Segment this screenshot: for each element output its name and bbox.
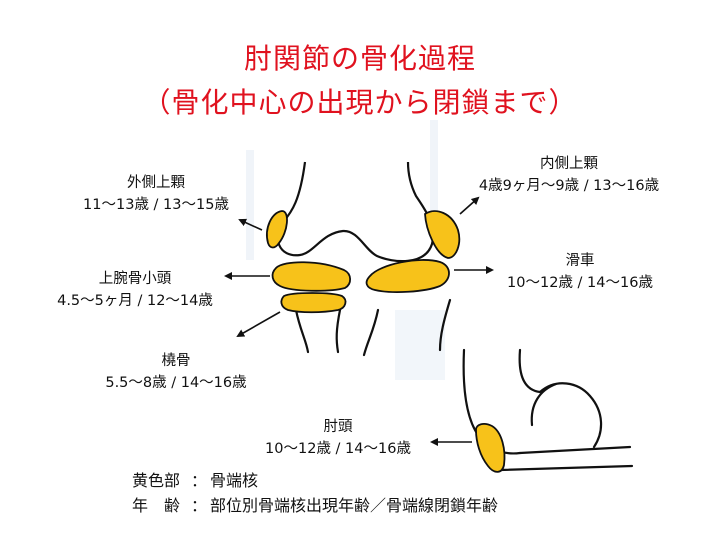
label-lateral-epicondyle-ages: 11〜13歳 / 13〜15歳 (83, 197, 229, 213)
label-radial-head-ages: 5.5〜8歳 / 14〜16歳 (105, 375, 247, 391)
arrow-radial-head (236, 311, 281, 337)
legend-value-age: 部位別骨端核出現年齢／骨端線閉鎖年齢 (210, 496, 499, 515)
legend-row-age: 年 齢 ：部位別骨端核出現年齢／骨端線閉鎖年齢 (132, 495, 498, 517)
diagram-title: 肘関節の骨化過程 (243, 42, 476, 75)
label-trochlea: 滑車 10〜12歳 / 14〜16歳 (496, 250, 664, 294)
diagram-subtitle: （骨化中心の出現から閉鎖まで） (142, 86, 578, 119)
medial-epicondyle-center (424, 210, 461, 259)
legend-key-age: 年 齢 (132, 496, 181, 515)
label-capitulum: 上腕骨小頭 4.5〜5ヶ月 / 12〜14歳 (40, 268, 230, 312)
label-radial-head-name: 橈骨 (161, 353, 191, 369)
legend-row-yellow: 黄色部 ：骨端核 (132, 470, 258, 492)
label-olecranon-ages: 10〜12歳 / 14〜16歳 (265, 441, 411, 457)
label-olecranon-name: 肘頭 (323, 419, 353, 435)
label-lateral-epicondyle: 外側上顆 11〜13歳 / 13〜15歳 (76, 172, 236, 216)
radial-head-center (280, 292, 347, 314)
label-capitulum-ages: 4.5〜5ヶ月 / 12〜14歳 (57, 293, 213, 309)
capitulum-center (271, 261, 352, 292)
label-trochlea-ages: 10〜12歳 / 14〜16歳 (507, 275, 653, 291)
label-trochlea-name: 滑車 (565, 253, 595, 269)
lateral-epicondyle-center (266, 210, 288, 249)
legend-value-yellow: 骨端核 (210, 471, 259, 490)
arrow-lateral-epicondyle (238, 218, 263, 231)
label-radial-head: 橈骨 5.5〜8歳 / 14〜16歳 (92, 350, 260, 394)
pointer-arrows (224, 196, 494, 446)
humerus-outline (276, 161, 435, 263)
trochlea-center (365, 259, 450, 293)
label-medial-epicondyle-ages: 4歳9ヶ月〜9歳 / 13〜16歳 (478, 178, 660, 194)
arrow-medial-epicondyle (459, 196, 480, 215)
olecranon-center (475, 423, 506, 473)
label-olecranon: 肘頭 10〜12歳 / 14〜16歳 (254, 416, 422, 460)
label-lateral-epicondyle-name: 外側上顆 (127, 175, 185, 191)
legend-separator: ： (190, 496, 207, 515)
label-medial-epicondyle: 内側上顆 4歳9ヶ月〜9歳 / 13〜16歳 (466, 153, 672, 197)
ossification-centers (266, 210, 506, 473)
ulna-outline (362, 298, 452, 357)
label-medial-epicondyle-name: 内側上顆 (540, 156, 598, 172)
legend-key-yellow: 黄色部 (132, 471, 181, 490)
bone-shading (246, 120, 445, 380)
radius-outline (294, 308, 342, 354)
legend-separator: ： (190, 471, 207, 490)
label-capitulum-name: 上腕骨小頭 (98, 271, 172, 287)
